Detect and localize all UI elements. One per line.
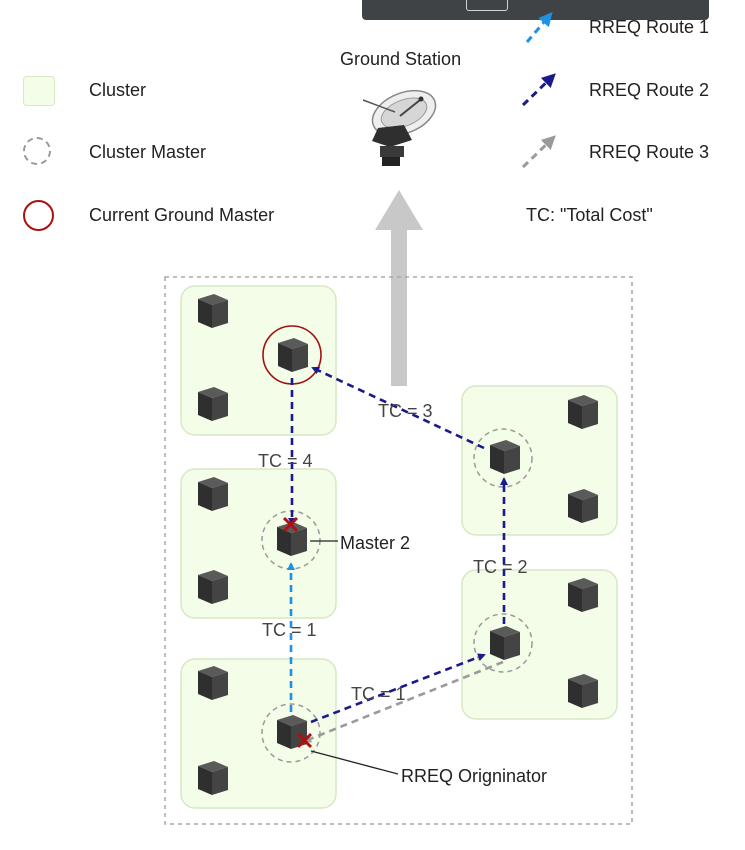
master-ring-bottom-left	[261, 703, 321, 763]
node-cube	[198, 294, 228, 328]
route2-originator-to-bottom-right	[310, 653, 486, 724]
route-failure-mark-master2	[282, 516, 299, 533]
node-cube	[198, 666, 228, 700]
legend-cluster-label: Cluster	[89, 80, 147, 100]
node-cube	[568, 395, 598, 429]
master2-label: Master 2	[340, 533, 410, 553]
tc4-label: TC = 4	[258, 451, 313, 471]
node-cube	[198, 761, 228, 795]
legend-route3-arrow	[521, 135, 556, 169]
node-cube	[198, 387, 228, 421]
node-cube	[568, 489, 598, 523]
ground-uplink-arrow	[375, 190, 423, 386]
node-cube-ground-master	[278, 338, 308, 372]
node-cube	[568, 674, 598, 708]
legend-ground-master-label: Current Ground Master	[89, 205, 275, 225]
legend-tc-definition: TC: "Total Cost"	[526, 205, 653, 225]
node-cube	[198, 477, 228, 511]
master-ring-bottom-right	[473, 613, 533, 673]
network-boundary	[164, 276, 633, 825]
legend-route2-label: RREQ Route 2	[589, 80, 710, 100]
legend-cluster-master-label: Cluster Master	[89, 142, 207, 162]
tc3-label: TC = 3	[378, 401, 433, 421]
legend-ground-master-swatch	[23, 200, 54, 231]
node-cube-master-top-right	[490, 440, 520, 474]
legend-route1-arrow	[525, 11, 553, 43]
satellite-dish-icon	[362, 89, 437, 166]
route-failure-mark-originator	[296, 732, 313, 749]
node-cube	[568, 578, 598, 612]
legend-route3-label: RREQ Route 3	[589, 142, 710, 162]
node-cube	[198, 570, 228, 604]
ground-station-label: Ground Station	[340, 49, 462, 69]
tc1-vertical-label: TC = 1	[262, 620, 317, 640]
route2-top-right-to-ground-master	[311, 366, 485, 450]
legend-route1-label: RREQ Route 1	[589, 17, 710, 37]
top-toolbar	[362, 0, 709, 20]
legend-route2-arrow	[521, 73, 556, 107]
originator-callout-line	[310, 750, 399, 775]
originator-label: RREQ Origninator	[401, 766, 547, 786]
node-cube-master-bottom-right	[490, 626, 520, 660]
tc1-diagonal-label: TC = 1	[351, 684, 406, 704]
tc2-label: TC = 2	[473, 557, 528, 577]
legend-cluster-master-swatch	[23, 137, 51, 165]
toolbar-tab[interactable]	[466, 0, 508, 11]
legend-cluster-swatch	[23, 76, 55, 106]
